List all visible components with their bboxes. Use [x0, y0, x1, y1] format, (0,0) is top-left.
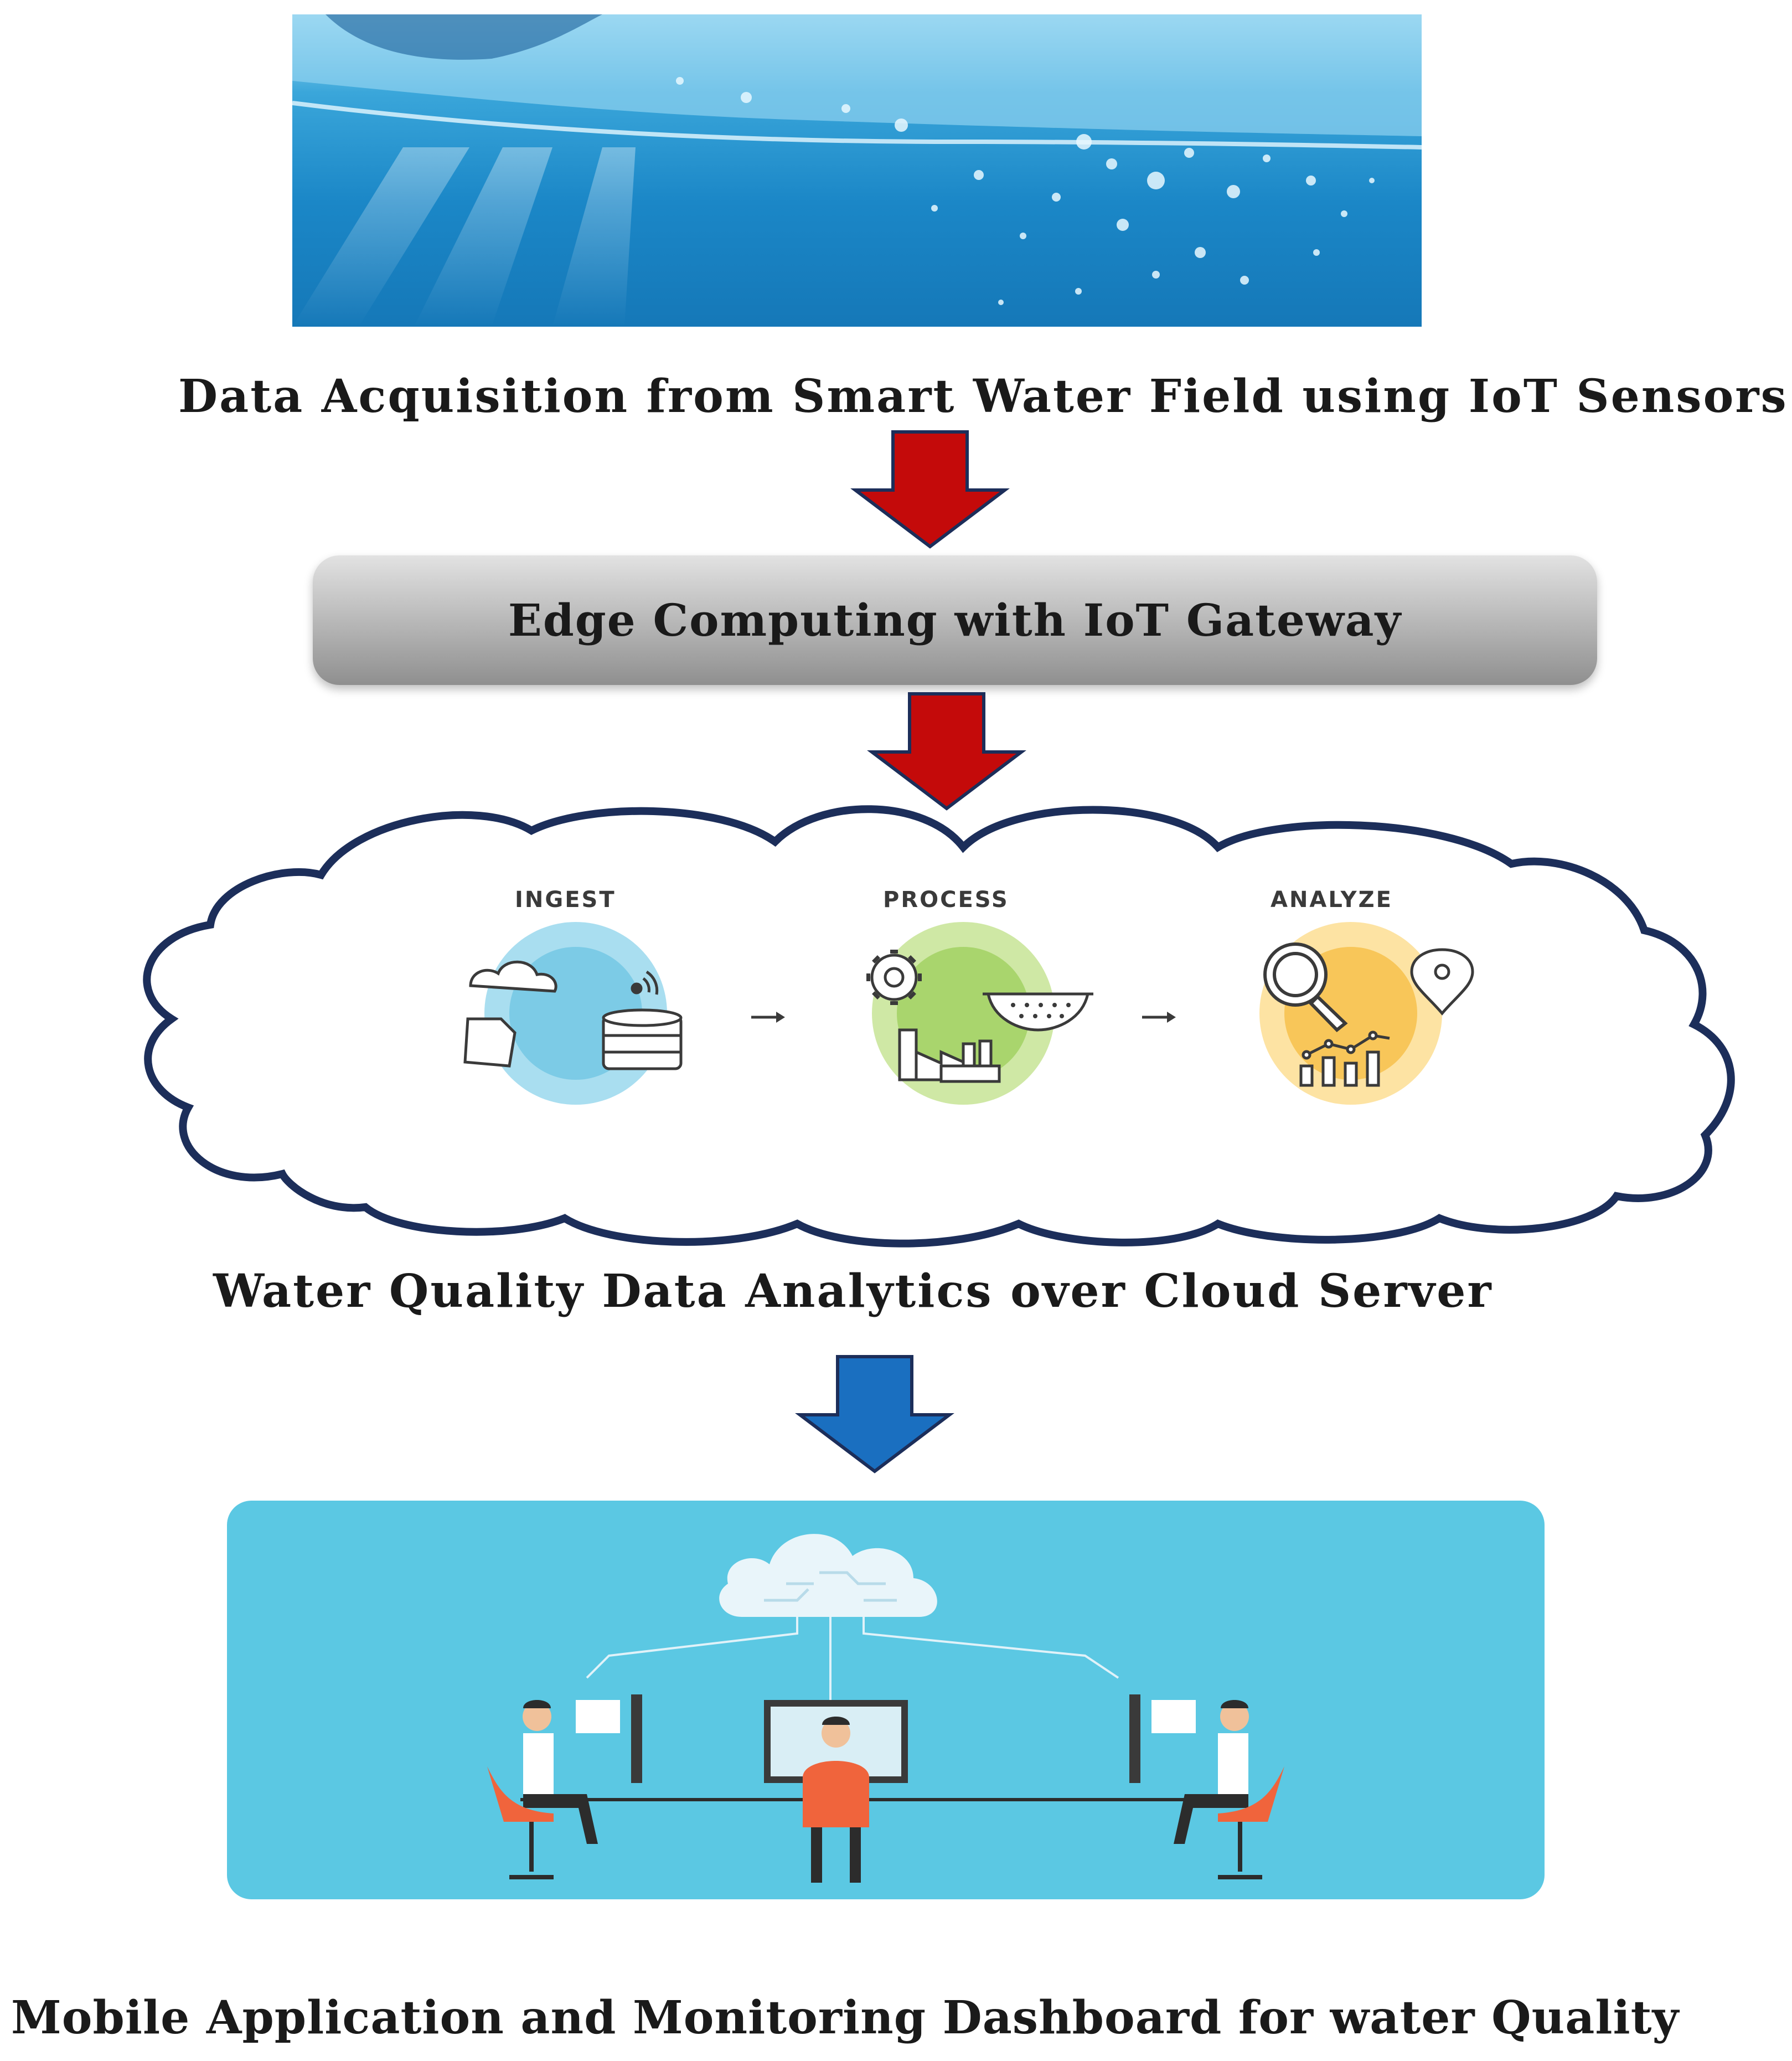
down-arrow-icon [850, 430, 1010, 549]
factory-icon [898, 1028, 1001, 1083]
ingest-label: INGEST [515, 887, 616, 913]
acquisition-caption: Data Acquisition from Smart Water Field … [178, 370, 1788, 423]
water-photo [292, 14, 1422, 327]
database-icon [602, 1008, 683, 1070]
strainer-icon [983, 992, 1093, 1032]
person-icon [803, 1717, 869, 1883]
monitor-icon [1129, 1694, 1196, 1783]
location-pin-icon [1410, 948, 1474, 1016]
process-label: PROCESS [883, 887, 1009, 913]
cloud-icon [469, 960, 557, 993]
monitor-icon [764, 1700, 908, 1783]
person-icon [1174, 1700, 1284, 1879]
flow-arrow-icon [751, 1012, 785, 1023]
cloud-caption: Water Quality Data Analytics over Cloud … [213, 1265, 1493, 1318]
wifi-icon [631, 970, 659, 995]
person-icon [487, 1700, 598, 1879]
analyze-label: ANALYZE [1271, 887, 1393, 913]
flow-arrow-icon [1142, 1012, 1176, 1023]
down-arrow-icon [867, 692, 1026, 811]
circuit-cloud-icon [719, 1534, 937, 1617]
monitor-icon [576, 1694, 642, 1783]
dashboard-caption: Mobile Application and Monitoring Dashbo… [11, 1991, 1680, 2044]
process-stage [866, 922, 1093, 1105]
analytics-icon [1299, 1030, 1390, 1087]
document-icon [463, 1017, 517, 1068]
ingest-stage [463, 922, 683, 1105]
analyze-stage [1259, 922, 1474, 1105]
edge-gateway-box: Edge Computing with IoT Gateway [313, 555, 1597, 685]
gateway-label: Edge Computing with IoT Gateway [508, 594, 1402, 646]
magnifier-icon [1263, 942, 1348, 1033]
gear-icon [866, 950, 922, 1005]
monitoring-illustration [210, 1490, 1561, 1910]
down-arrow-icon [795, 1355, 954, 1473]
